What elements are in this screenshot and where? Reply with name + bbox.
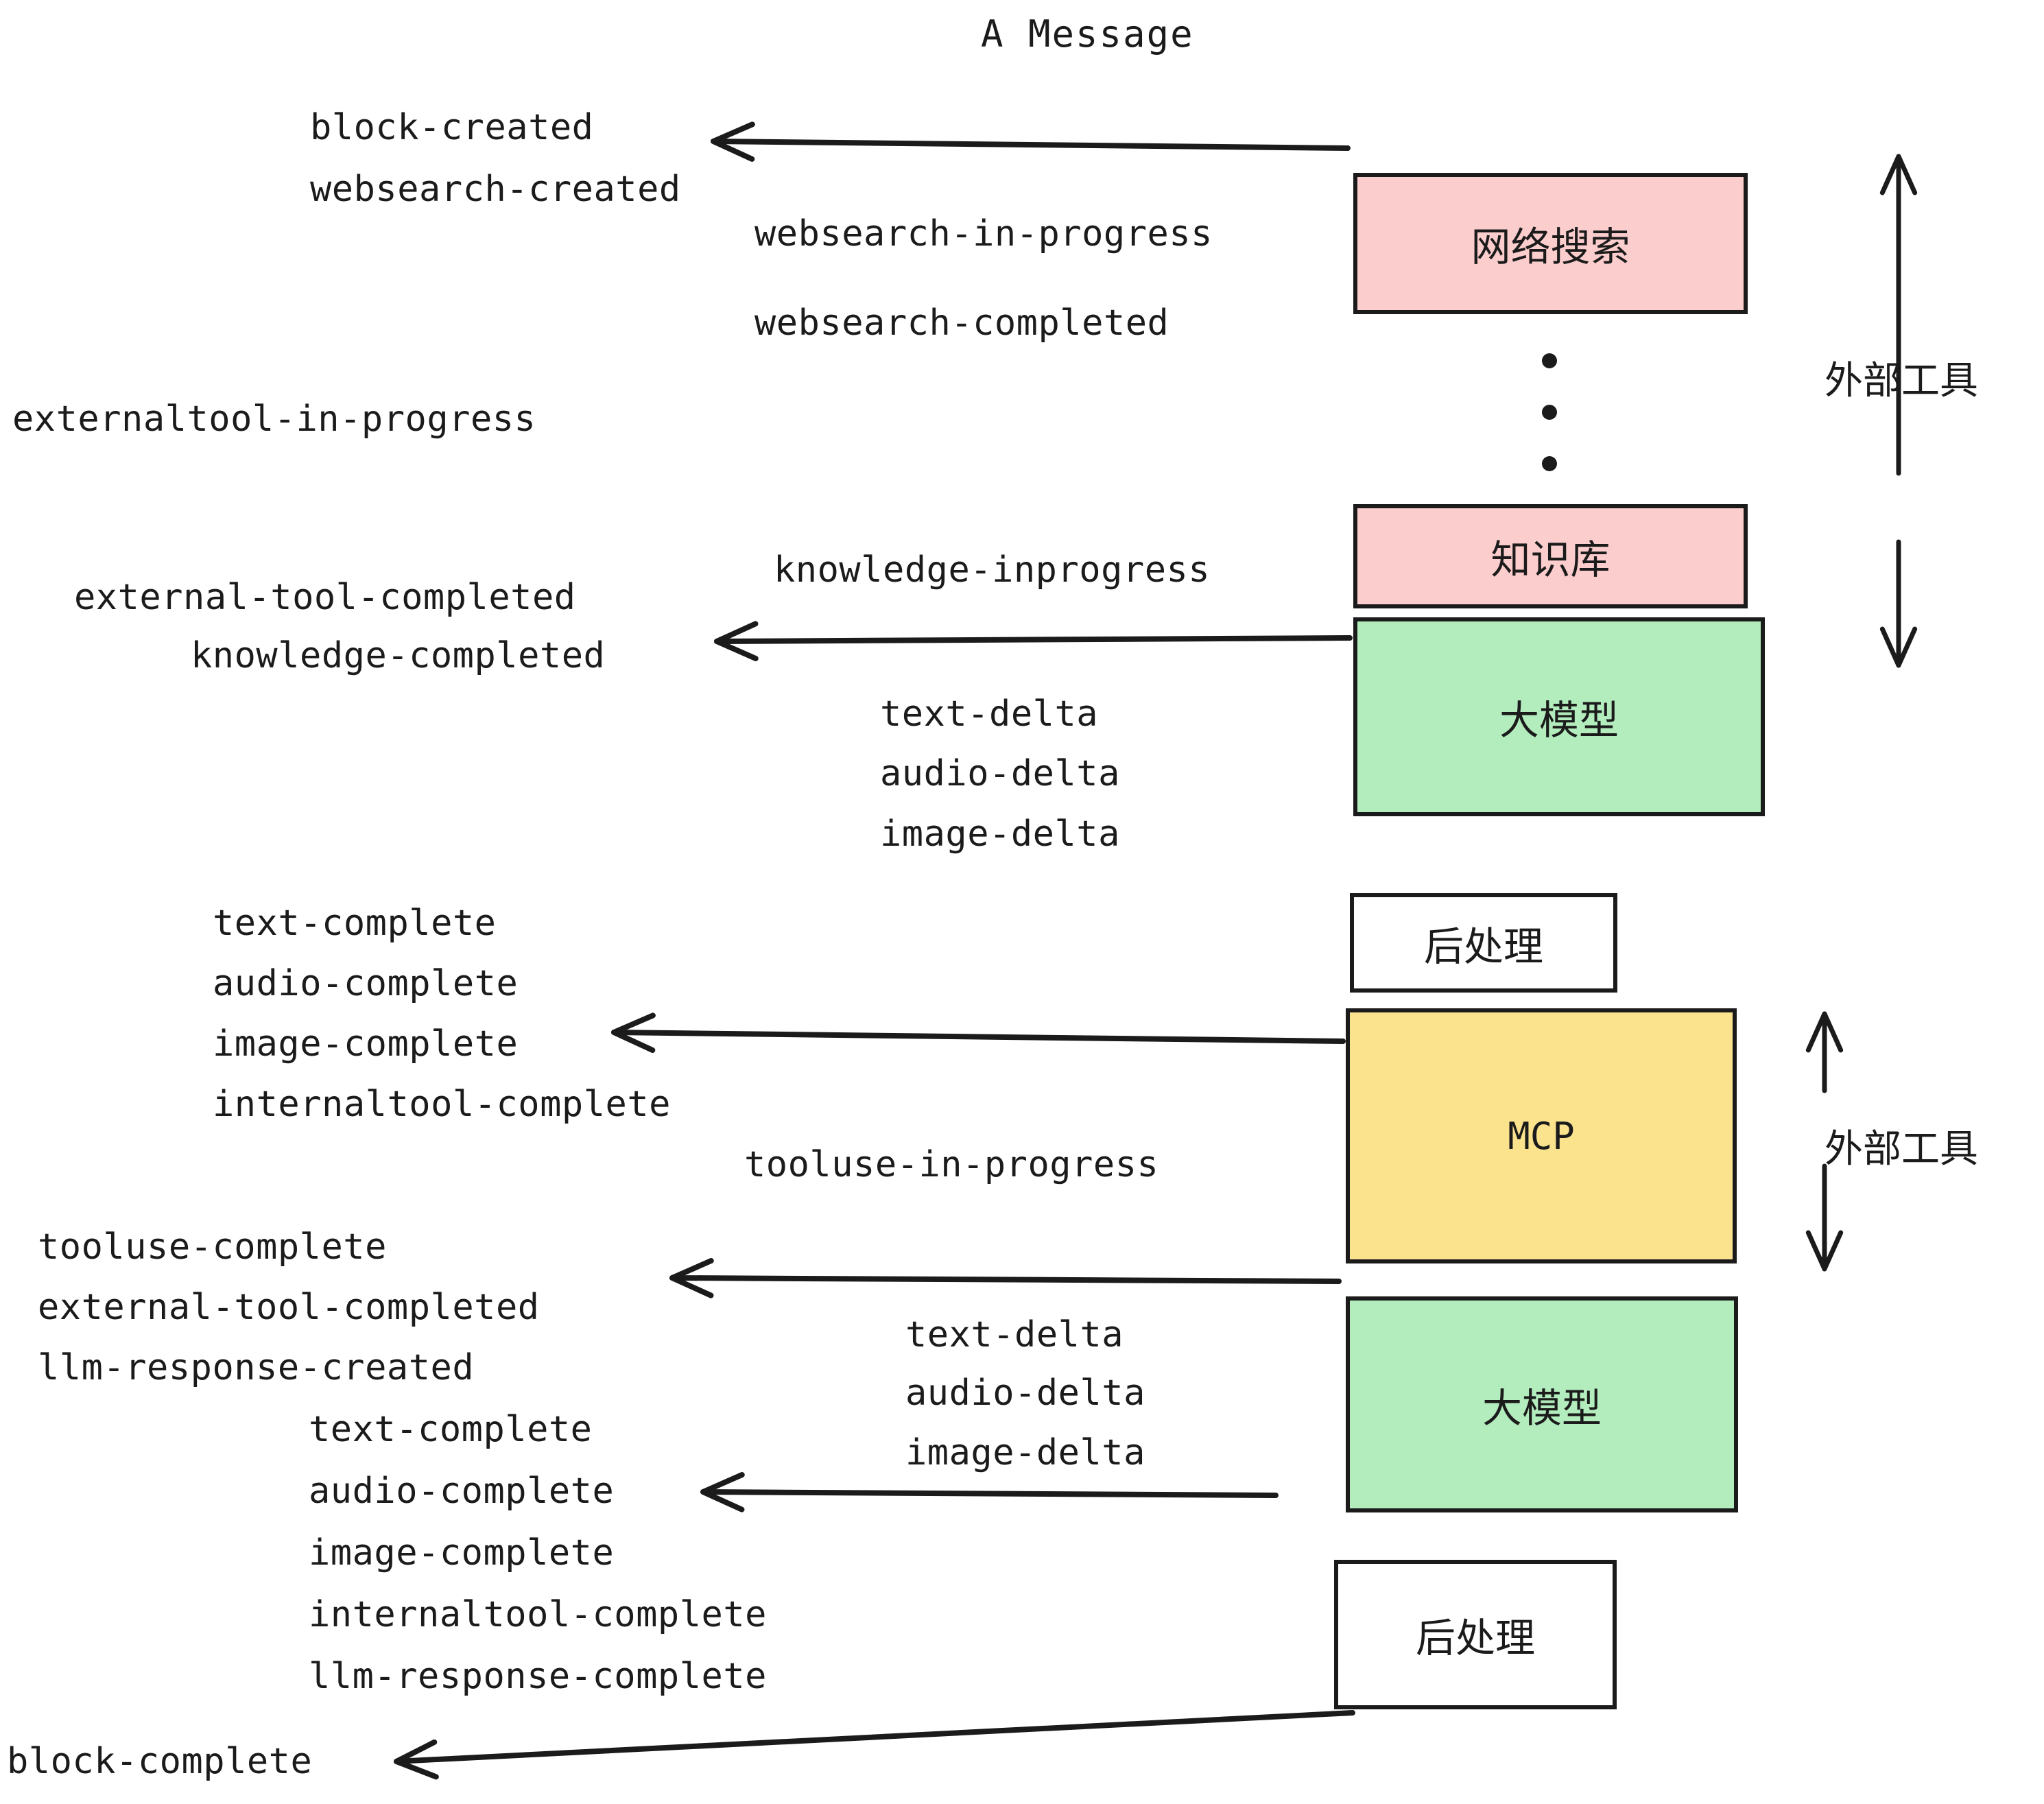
flow-arrow-a5 <box>700 1472 1279 1512</box>
node-websearch: 网络搜索 <box>1353 173 1748 314</box>
node-label: 大模型 <box>1499 697 1619 744</box>
event-label-e16: tooluse-in-progress <box>744 1144 1159 1185</box>
side-label-ext-tools-top: 外部工具 <box>1825 359 1978 403</box>
event-label-e11: image-delta <box>880 814 1120 855</box>
event-label-e21: audio-delta <box>905 1373 1145 1414</box>
node-label: 大模型 <box>1482 1384 1602 1432</box>
event-label-e28: block-complete <box>7 1741 313 1782</box>
event-label-e15: internaltool-complete <box>213 1084 671 1125</box>
event-label-e25: image-complete <box>309 1532 615 1574</box>
flow-arrow-a2 <box>714 621 1353 661</box>
event-label-e12: text-complete <box>213 903 497 944</box>
node-label: 知识库 <box>1490 536 1611 583</box>
event-label-e2: websearch-created <box>310 169 681 210</box>
event-label-e6: knowledge-inprogress <box>774 549 1211 591</box>
vertical-arrow-v1 <box>1879 154 1918 476</box>
flow-arrow-a6 <box>394 1710 1355 1780</box>
event-label-e26: internaltool-complete <box>309 1594 767 1635</box>
event-label-e3: websearch-in-progress <box>754 213 1213 254</box>
ellipsis-dot-2 <box>1542 405 1557 420</box>
event-label-e17: tooluse-complete <box>38 1226 387 1268</box>
ellipsis-dot-1 <box>1542 353 1557 368</box>
event-label-e9: text-delta <box>880 693 1099 735</box>
flow-arrow-a4 <box>669 1258 1342 1298</box>
node-label: 后处理 <box>1423 923 1543 970</box>
node-post1: 后处理 <box>1350 893 1617 993</box>
node-llm2: 大模型 <box>1346 1296 1738 1512</box>
node-llm1: 大模型 <box>1353 617 1765 816</box>
event-label-e5: externaltool-in-progress <box>12 399 536 440</box>
node-mcp: MCP <box>1346 1008 1737 1263</box>
event-label-e4: websearch-completed <box>754 302 1169 344</box>
diagram-title: A Message <box>981 12 1194 56</box>
vertical-arrow-v2 <box>1879 539 1918 668</box>
flow-arrows <box>394 121 1355 1780</box>
vertical-arrows <box>1805 154 1918 1272</box>
event-label-e1: block-created <box>310 107 594 148</box>
event-label-e14: image-complete <box>213 1023 519 1065</box>
node-knowledge: 知识库 <box>1353 504 1748 608</box>
node-label: 网络搜索 <box>1471 224 1630 270</box>
event-label-e23: text-complete <box>309 1409 593 1450</box>
event-label-e7: external-tool-completed <box>74 577 576 618</box>
node-label: 后处理 <box>1415 1615 1535 1661</box>
node-label: MCP <box>1508 1114 1575 1158</box>
event-label-e8: knowledge-completed <box>191 635 606 676</box>
event-label-e27: llm-response-complete <box>309 1656 767 1697</box>
event-label-e19: llm-response-created <box>38 1347 475 1388</box>
event-label-e18: external-tool-completed <box>38 1287 540 1328</box>
node-post2: 后处理 <box>1334 1560 1617 1709</box>
event-label-e24: audio-complete <box>309 1471 615 1512</box>
side-label-ext-tools-bottom: 外部工具 <box>1825 1127 1978 1172</box>
event-label-e20: text-delta <box>905 1314 1124 1355</box>
event-label-e10: audio-delta <box>880 753 1120 794</box>
flow-arrow-a3 <box>611 1012 1346 1053</box>
flow-arrow-a1 <box>711 121 1351 162</box>
vertical-arrow-v4 <box>1805 1163 1844 1272</box>
event-label-e22: image-delta <box>905 1432 1145 1473</box>
vertical-arrow-v3 <box>1805 1011 1844 1093</box>
ellipsis-dot-3 <box>1542 456 1557 471</box>
event-label-e13: audio-complete <box>213 963 519 1004</box>
